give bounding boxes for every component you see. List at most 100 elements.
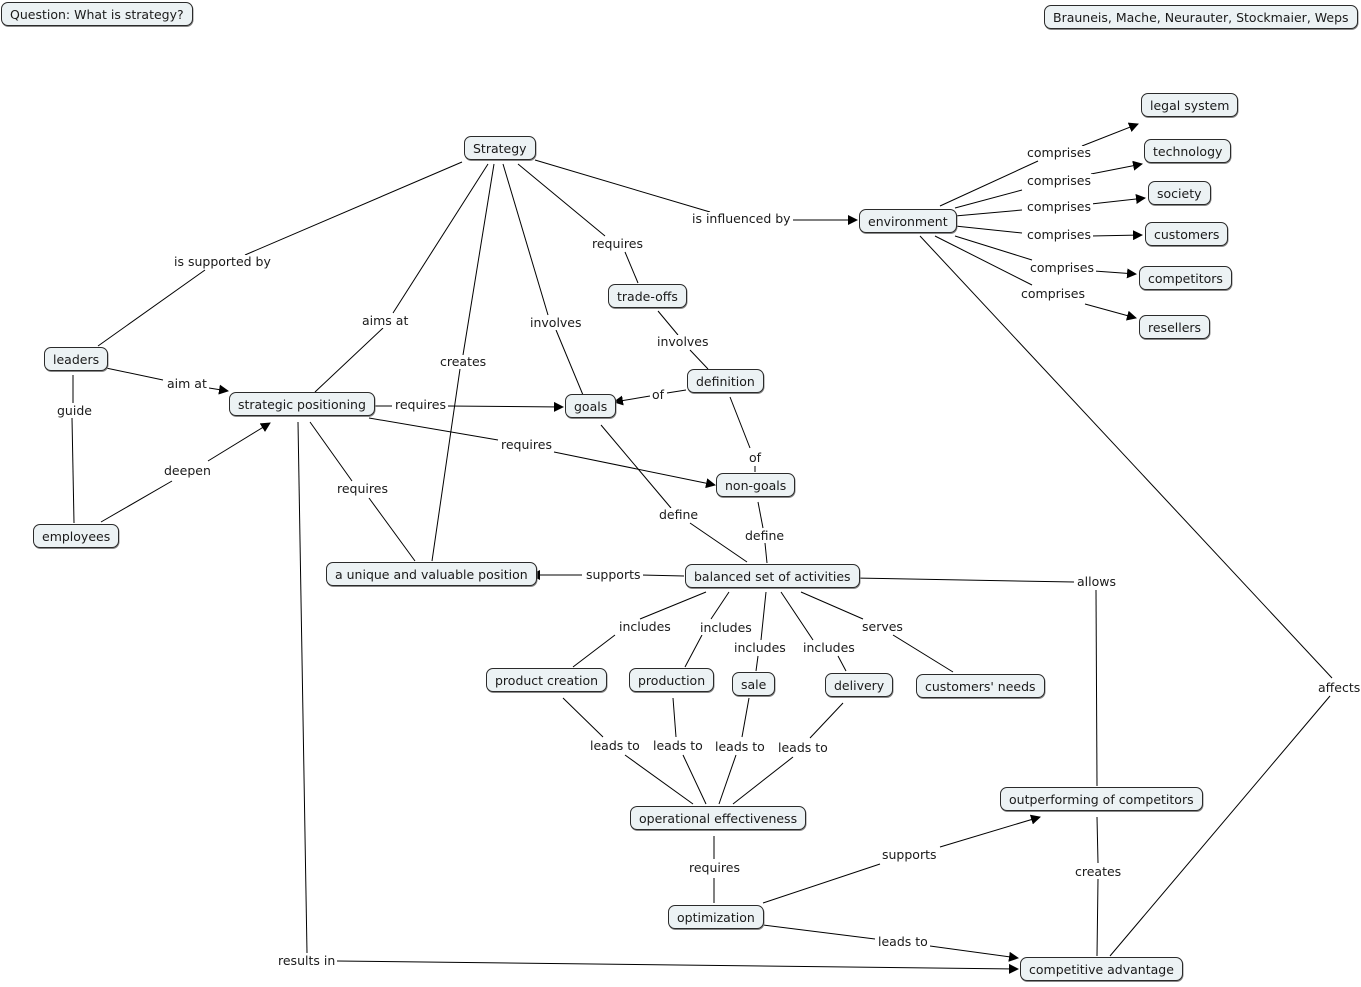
- line-sp-requires2: [368, 417, 499, 441]
- authors-box[interactable]: Brauneis, Mache, Neurauter, Stockmaier, …: [1044, 5, 1358, 29]
- line-balanced-inc1: [639, 591, 707, 620]
- line-involves-definition: [689, 349, 709, 370]
- line-env-comp5: [954, 235, 1033, 261]
- line-balanced-supports: [640, 574, 685, 577]
- link-label-creates-1: creates: [438, 354, 489, 369]
- node-strategic-positioning[interactable]: strategic positioning: [229, 392, 375, 416]
- line-aimat-sp: [208, 384, 229, 395]
- link-label-involves-2: involves: [655, 334, 711, 349]
- node-sale[interactable]: sale: [732, 672, 776, 696]
- line-comp3-society: [1090, 194, 1146, 205]
- node-legal-system[interactable]: legal system: [1141, 93, 1239, 117]
- link-label-comprises-tech: comprises: [1025, 173, 1093, 188]
- line-requires-tradeoffs: [624, 251, 639, 284]
- node-delivery[interactable]: delivery: [825, 673, 894, 697]
- line-leadsto-ca: [929, 945, 1019, 962]
- node-society[interactable]: society: [1148, 181, 1211, 205]
- line-serves-needs: [892, 634, 954, 673]
- line-goals-define: [600, 424, 672, 509]
- node-goals[interactable]: goals: [565, 394, 617, 418]
- link-label-of-nongoals: of: [747, 450, 764, 465]
- node-resellers[interactable]: resellers: [1139, 315, 1211, 339]
- node-employees[interactable]: employees: [33, 524, 120, 548]
- link-label-of-goals: of: [650, 387, 667, 402]
- link-label-requires-nongoals: requires: [499, 437, 554, 452]
- link-label-define-goals: define: [657, 507, 701, 522]
- line-requires2-nongoals: [553, 451, 716, 489]
- node-operational-effectiveness[interactable]: operational effectiveness: [630, 806, 807, 830]
- link-label-leads-to-1: leads to: [588, 738, 642, 753]
- line-strategy-requires: [517, 163, 606, 237]
- link-label-includes-2: includes: [698, 620, 754, 635]
- link-label-requires-unique: requires: [335, 481, 390, 496]
- node-product-creation[interactable]: product creation: [486, 668, 608, 692]
- link-label-allows: allows: [1075, 574, 1118, 589]
- link-label-guide: guide: [55, 403, 94, 418]
- link-label-leads-to-4: leads to: [776, 740, 830, 755]
- line-comp2-tech: [1090, 160, 1143, 175]
- line-guide-employees: [71, 417, 75, 524]
- line-requires3-unique: [368, 497, 416, 562]
- line-balanced-inc3: [760, 591, 767, 641]
- line-leaders-aimat: [105, 367, 164, 381]
- line-inc2-prod: [684, 634, 703, 668]
- line-supported-leaders: [97, 269, 206, 347]
- node-environment[interactable]: environment: [859, 209, 957, 233]
- line-tradeoffs-involves: [657, 310, 679, 336]
- node-customers-needs[interactable]: customers' needs: [916, 674, 1045, 698]
- line-prod-leads: [672, 697, 677, 738]
- line-strategy-involves: [502, 163, 549, 316]
- node-production[interactable]: production: [629, 668, 715, 692]
- line-opt-leadsto: [762, 924, 876, 940]
- node-competitors[interactable]: competitors: [1139, 266, 1232, 290]
- link-label-serves: serves: [860, 619, 905, 634]
- node-strategy[interactable]: Strategy: [464, 136, 536, 160]
- node-non-goals[interactable]: non-goals: [716, 473, 796, 497]
- node-customers[interactable]: customers: [1145, 222, 1229, 246]
- link-label-deepen: deepen: [162, 463, 213, 478]
- line-comp5-competitors: [1093, 268, 1137, 279]
- node-leaders[interactable]: leaders: [44, 347, 109, 371]
- line-leads1-oe: [624, 754, 694, 805]
- node-balanced-set[interactable]: balanced set of activities: [685, 564, 860, 588]
- line-balanced-serves: [800, 591, 864, 620]
- link-label-leads-to-2: leads to: [651, 738, 705, 753]
- line-balanced-allows: [852, 577, 1075, 583]
- line-env-affects: [919, 235, 1333, 679]
- node-technology[interactable]: technology: [1144, 139, 1232, 163]
- line-affects-ca: [1109, 695, 1331, 957]
- line-inc3-sale: [755, 655, 759, 672]
- line-env-comp1: [939, 160, 1039, 207]
- node-definition[interactable]: definition: [687, 369, 764, 393]
- node-optimization[interactable]: optimization: [668, 905, 764, 929]
- line-env-comp2: [954, 189, 1023, 209]
- line-supports-out: [939, 814, 1041, 848]
- line-leads2-oe: [682, 754, 707, 805]
- link-label-requires-tradeoffs: requires: [590, 236, 645, 251]
- line-definition-of2: [729, 396, 751, 449]
- node-competitive-advantage[interactable]: competitive advantage: [1020, 957, 1183, 981]
- link-label-is-influenced-by: is influenced by: [690, 211, 793, 226]
- node-outperforming[interactable]: outperforming of competitors: [1000, 787, 1203, 811]
- line-opt-supports: [762, 863, 881, 904]
- link-label-results-in: results in: [276, 953, 338, 968]
- node-trade-offs[interactable]: trade-offs: [608, 284, 687, 308]
- link-label-supports-unique: supports: [584, 567, 643, 582]
- line-deepen-sp: [207, 422, 271, 462]
- link-label-comprises-resellers: comprises: [1019, 286, 1087, 301]
- line-inc4-delivery: [837, 655, 847, 672]
- link-label-requires-goals: requires: [393, 397, 448, 412]
- link-label-comprises-society: comprises: [1025, 199, 1093, 214]
- link-label-includes-4: includes: [801, 640, 857, 655]
- question-box[interactable]: Question: What is strategy?: [1, 2, 193, 26]
- link-label-leads-to-ca: leads to: [876, 934, 930, 949]
- link-label-supports-out: supports: [880, 847, 939, 862]
- link-label-requires-opt: requires: [687, 860, 742, 875]
- line-strategy-aimsat: [392, 163, 489, 314]
- line-out-creates: [1096, 816, 1099, 864]
- node-unique-position[interactable]: a unique and valuable position: [326, 562, 537, 586]
- link-label-includes-1: includes: [617, 619, 673, 634]
- line-strategy-influenced: [534, 159, 711, 213]
